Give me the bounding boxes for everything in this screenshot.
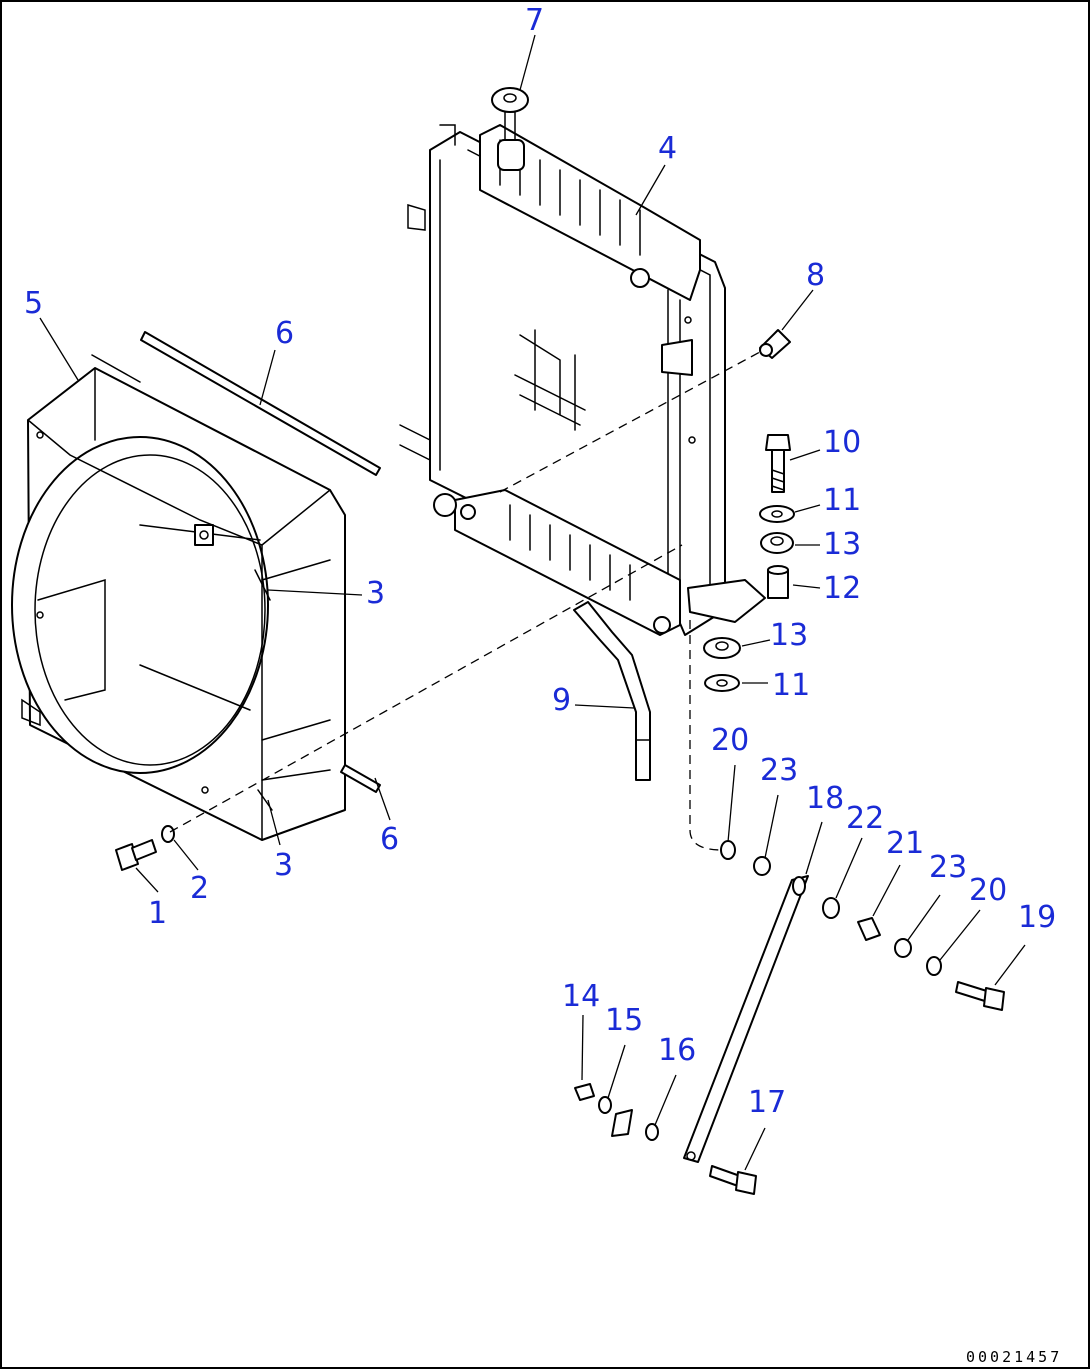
- document-number: 00021457: [966, 1348, 1062, 1366]
- nut-23a: [753, 856, 771, 876]
- drain-fitting: [759, 329, 791, 359]
- stay-bar: [683, 875, 809, 1163]
- callout-13a: 13: [823, 527, 861, 562]
- callout-11a: 11: [823, 483, 861, 518]
- washer-15: [598, 1096, 612, 1114]
- callout-23a: 23: [760, 753, 798, 788]
- callout-4: 4: [658, 131, 677, 166]
- leader-lines: [39, 34, 1026, 1171]
- callout-6a: 6: [275, 316, 294, 351]
- washer-upper: [759, 505, 795, 523]
- mount-bolt: [765, 434, 791, 493]
- assembly-line-radiator-center: [499, 351, 761, 493]
- callout-15: 15: [605, 1003, 643, 1038]
- assembly-line-shroud-radiator: [169, 544, 683, 833]
- callout-8: 8: [806, 258, 825, 293]
- cushion-upper: [760, 532, 794, 554]
- callout-5: 5: [24, 286, 43, 321]
- bushing-21: [857, 917, 881, 941]
- cushion-upper-hole: [770, 536, 784, 546]
- callout-20b: 20: [969, 873, 1007, 908]
- overflow-hose: [573, 601, 651, 781]
- bolt-1: [115, 839, 157, 871]
- callout-20a: 20: [711, 723, 749, 758]
- washer-upper-hole: [771, 510, 783, 518]
- bolt-17: [709, 1165, 757, 1195]
- washer-2: [161, 825, 175, 843]
- callout-10: 10: [823, 425, 861, 460]
- callout-19: 19: [1018, 900, 1056, 935]
- washer-lower: [704, 674, 740, 692]
- washer-16: [645, 1123, 659, 1141]
- callout-3b: 3: [274, 848, 293, 883]
- callout-14: 14: [562, 979, 600, 1014]
- washer-20b: [926, 956, 942, 976]
- callout-7: 7: [525, 3, 544, 38]
- radiator: [399, 124, 766, 636]
- callout-23b: 23: [929, 850, 967, 885]
- cushion-lower-hole: [715, 641, 729, 651]
- callout-9: 9: [552, 683, 571, 718]
- collar: [767, 565, 789, 599]
- washer-lower-hole: [716, 679, 728, 687]
- callout-6b: 6: [380, 822, 399, 857]
- seal-strip-lower: [340, 764, 381, 793]
- callout-16: 16: [658, 1033, 696, 1068]
- callout-3a: 3: [366, 576, 385, 611]
- callout-21: 21: [886, 826, 924, 861]
- nut-14: [574, 1083, 595, 1101]
- callout-2: 2: [190, 871, 209, 906]
- bolt-19: [955, 981, 1005, 1011]
- callout-18: 18: [806, 781, 844, 816]
- nut-23b: [894, 938, 912, 958]
- callout-22: 22: [846, 801, 884, 836]
- callout-12: 12: [823, 571, 861, 606]
- collar-22: [822, 897, 840, 919]
- callout-1: 1: [148, 896, 167, 931]
- spacer-15b: [611, 1109, 633, 1137]
- assembly-line-mount: [689, 620, 723, 851]
- cushion-lower: [703, 637, 741, 659]
- callout-11b: 11: [772, 668, 810, 703]
- radiator-cap: [491, 87, 529, 141]
- callout-13b: 13: [770, 618, 808, 653]
- washer-20a: [720, 840, 736, 860]
- callout-17: 17: [748, 1085, 786, 1120]
